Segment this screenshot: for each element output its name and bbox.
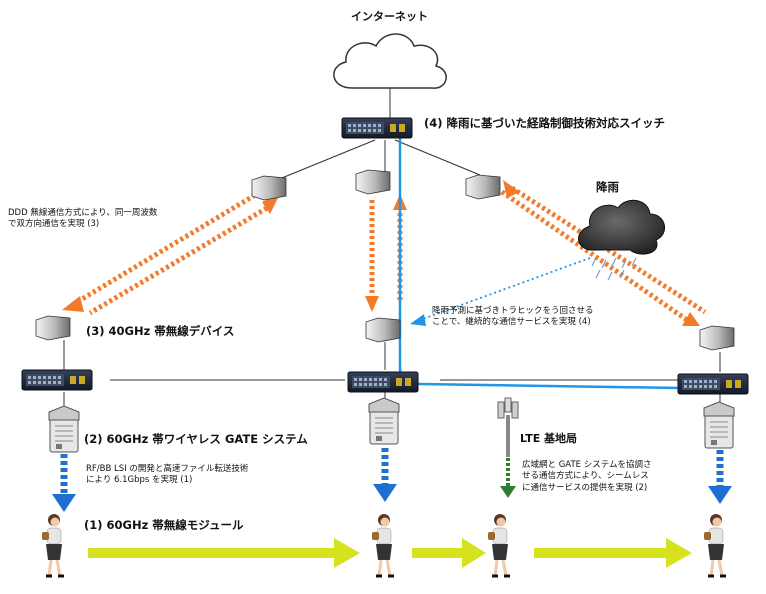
wide-area-line2: せる通信方式により、シームレス — [522, 471, 649, 482]
movement-arrows — [88, 538, 692, 568]
device-40ghz-label: (3) 40GHz 帯無線デバイス — [86, 324, 235, 338]
core-switch-label: (4) 降雨に基づいた経路制御技術対応スイッチ — [424, 116, 666, 130]
internet-cloud-icon — [333, 33, 447, 89]
rfbb-note: RF/BB LSI の開発と高速ファイル転送技術 により 6.1Gbps を実現… — [86, 464, 248, 487]
wide-area-line1: 広域網と GATE システムを協調さ — [522, 460, 652, 470]
rfbb-note-line1: RF/BB LSI の開発と高速ファイル転送技術 — [86, 464, 249, 474]
ddd-note-line1: DDD 無線通信方式により、同一周波数 — [8, 208, 158, 218]
gate-60ghz-label: (2) 60GHz 帯ワイヤレス GATE システム — [84, 432, 308, 446]
wide-area-line3: に通信サービスの提供を実現 (2) — [522, 482, 648, 493]
rain-prediction-note: 降雨予測に基づきトラヒックをう回させる ことで、継続的な通信サービスを実現 (4… — [432, 306, 594, 329]
lte-label: LTE 基地局 — [520, 432, 578, 445]
edge-switch-icon — [21, 369, 749, 395]
radio-device-icon — [35, 169, 735, 351]
core-switch-icon — [341, 117, 413, 139]
download-arrows — [52, 448, 732, 512]
ddd-note-line2: で双方向通信を実現 (3) — [8, 219, 100, 230]
wide-area-note: 広域網と GATE システムを協調さ せる通信方式により、シームレス に通信サー… — [522, 460, 651, 494]
module-60ghz-label: (1) 60GHz 帯無線モジュール — [84, 518, 244, 532]
ddd-note: DDD 無線通信方式により、同一周波数 で双方向通信を実現 (3) — [8, 208, 157, 231]
rain-cloud-icon — [578, 199, 665, 281]
core-links — [271, 139, 481, 183]
rain-prediction-line2: ことで、継続的な通信サービスを実現 (4) — [432, 317, 591, 328]
rain-label: 降雨 — [596, 180, 619, 194]
lte-tower-icon — [497, 397, 519, 457]
internet-label: インターネット — [351, 10, 428, 23]
rerouted-path — [398, 130, 681, 390]
rain-prediction-line1: 降雨予測に基づきトラヒックをう回させる — [432, 306, 594, 316]
rfbb-note-line2: により 6.1Gbps を実現 (1) — [86, 475, 193, 486]
